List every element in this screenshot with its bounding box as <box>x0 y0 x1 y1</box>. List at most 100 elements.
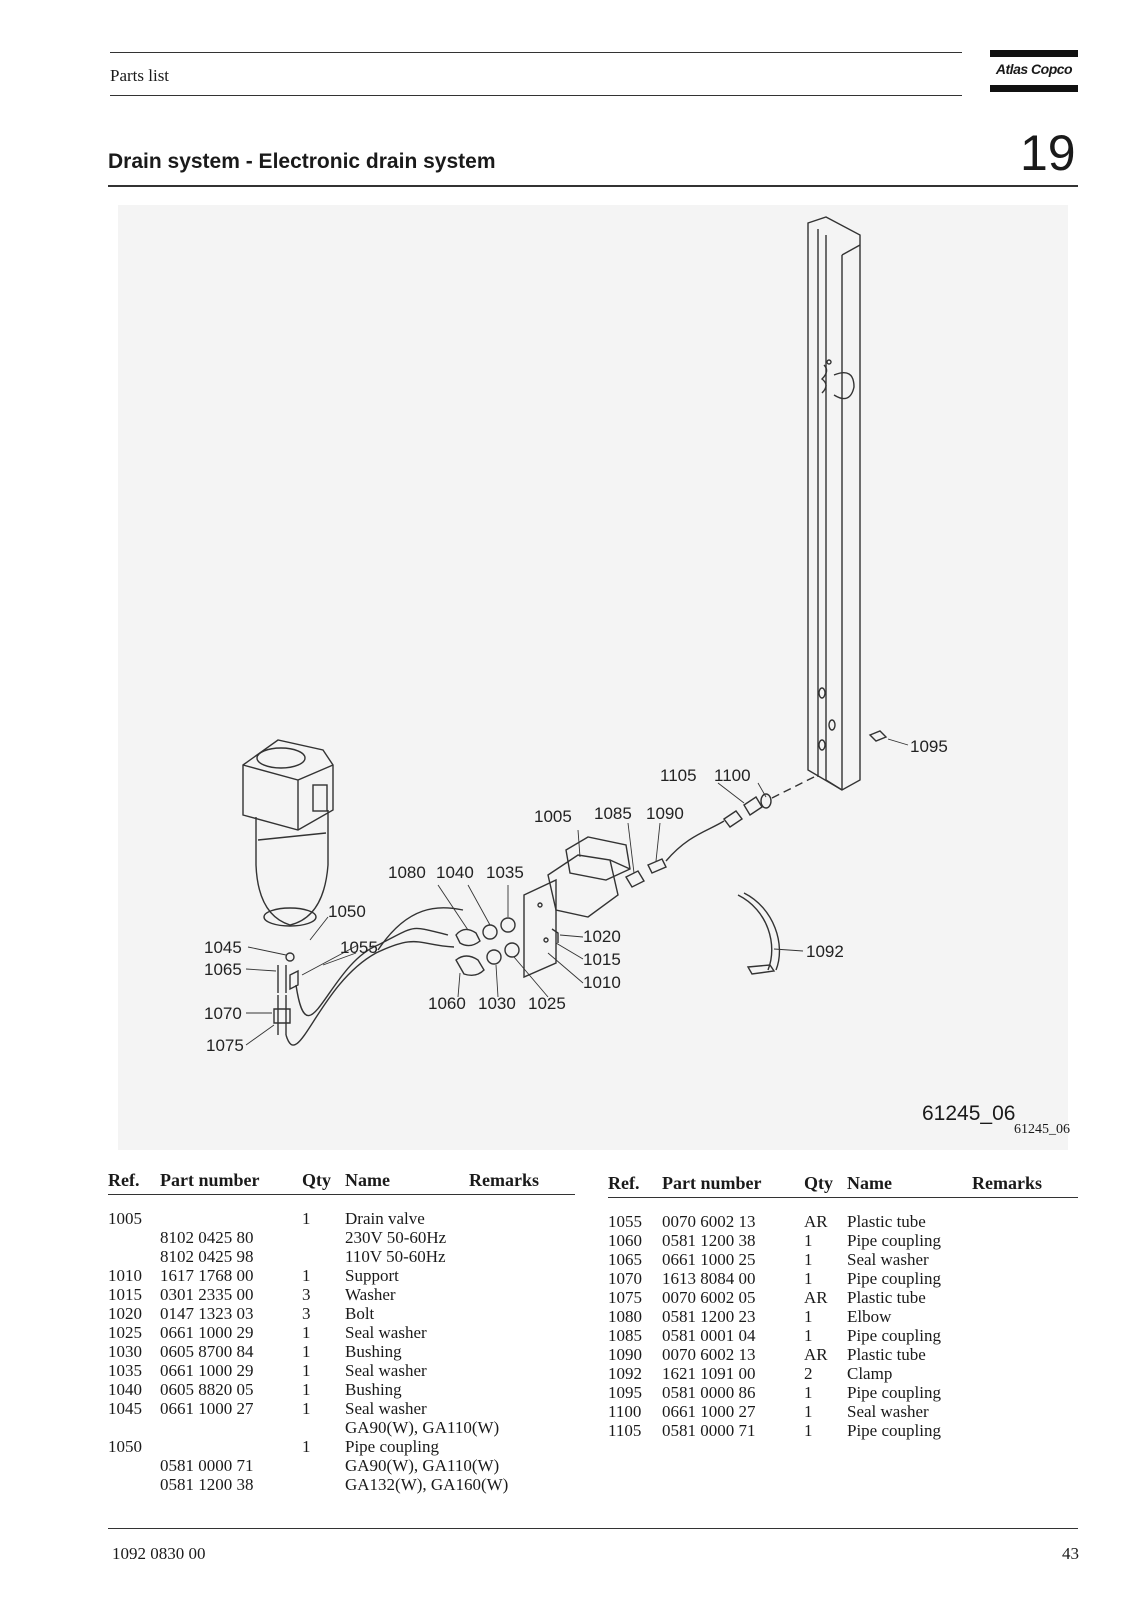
title-rule <box>108 185 1078 187</box>
filter-cap <box>256 747 306 769</box>
callout-1090: 1090 <box>646 804 684 823</box>
cell-qty: 1 <box>302 1341 311 1361</box>
assembly-line <box>771 774 819 799</box>
callout-labels: 1095 1105 1100 1005 1085 1090 1080 1040 … <box>204 737 948 1055</box>
cell-ref: 1045 <box>108 1398 142 1418</box>
filter-port <box>312 784 328 812</box>
page-number: 43 <box>1062 1544 1079 1563</box>
cell-ref: 1070 <box>608 1268 642 1288</box>
cell-ref: 1065 <box>608 1249 642 1269</box>
callout-1060: 1060 <box>428 994 466 1013</box>
tube-upper <box>377 907 464 951</box>
cell-part-number: 0661 1000 25 <box>662 1249 756 1269</box>
cell-qty: 1 <box>302 1208 311 1228</box>
cell-qty: 1 <box>804 1401 813 1421</box>
tube-1055-back <box>285 940 455 1046</box>
cell-part-number: 0581 1200 23 <box>662 1306 756 1326</box>
cell-qty: 1 <box>302 1379 311 1399</box>
seal-washer-1035 <box>500 917 516 933</box>
seal-washer-1045 <box>285 952 295 962</box>
seal-washer-1100 <box>760 793 772 809</box>
callout-1085: 1085 <box>594 804 632 823</box>
cell-qty: 1 <box>302 1436 311 1456</box>
cell-ref: 1040 <box>108 1379 142 1399</box>
cell-qty: 3 <box>302 1303 311 1323</box>
cell-name: Drain valve <box>345 1208 425 1228</box>
frame-rail <box>807 216 861 791</box>
cell-part-number: 0581 1200 38 <box>662 1230 756 1250</box>
cell-ref: 1075 <box>608 1287 642 1307</box>
callout-1070: 1070 <box>204 1004 242 1023</box>
cell-part-number <box>160 1418 302 1437</box>
col-ref: Ref. <box>608 1173 662 1198</box>
coupling-1105-hex <box>743 796 763 816</box>
brand-logo: Atlas Copco <box>990 50 1078 94</box>
cell-name: Elbow <box>847 1306 892 1326</box>
filter-bowl-bottom <box>263 907 317 927</box>
drain-valve-edge <box>609 859 631 870</box>
pipe-coupling-1075 <box>273 1008 291 1024</box>
clamp-1092 <box>737 892 781 971</box>
callout-1015: 1015 <box>583 950 621 969</box>
callout-1030: 1030 <box>478 994 516 1013</box>
cell-ref <box>108 1247 160 1266</box>
cell-name: Support <box>345 1265 399 1285</box>
callout-1065: 1065 <box>204 960 242 979</box>
cell-name: GA132(W), GA160(W) <box>345 1474 509 1494</box>
cell-ref: 1010 <box>108 1265 142 1285</box>
section-label: Parts list <box>110 66 170 85</box>
figure-id: 61245_06 <box>922 1102 1016 1125</box>
callout-1075: 1075 <box>206 1036 244 1055</box>
table-header-row: Ref. Part number Qty Name Remarks <box>608 1173 1078 1198</box>
col-qty: Qty <box>804 1173 847 1198</box>
cell-name: GA90(W), GA110(W) <box>345 1455 500 1475</box>
support-1010 <box>523 878 557 979</box>
col-part-number: Part number <box>160 1170 302 1195</box>
cell-ref: 1055 <box>608 1211 642 1231</box>
logo-top-bar <box>990 50 1078 57</box>
tube-1055 <box>295 927 449 1017</box>
cell-qty <box>302 1418 345 1437</box>
pipe-coupling-1060 <box>455 955 485 977</box>
cell-name: Bushing <box>345 1379 402 1399</box>
cell-name: 230V 50-60Hz <box>345 1227 447 1247</box>
pipe-coupling-1065 <box>277 965 287 993</box>
callout-1095: 1095 <box>910 737 948 756</box>
cell-part-number: 1613 8084 00 <box>662 1268 756 1288</box>
cell-qty: 1 <box>804 1382 813 1402</box>
figure-id-small: 61245_06 <box>1014 1122 1070 1137</box>
cell-name: Bolt <box>345 1303 375 1323</box>
cell-qty: 1 <box>804 1268 813 1288</box>
cell-ref: 1050 <box>108 1436 142 1456</box>
cell-name: Seal washer <box>345 1360 427 1380</box>
callout-1050: 1050 <box>328 902 366 921</box>
cell-qty <box>302 1475 345 1494</box>
bushing-1040 <box>482 924 498 940</box>
doc-number: 1092 0830 00 <box>112 1544 206 1563</box>
callout-1010: 1010 <box>583 973 621 992</box>
cell-qty: 1 <box>302 1360 311 1380</box>
cell-part-number: 0661 1000 29 <box>160 1322 254 1342</box>
cell-part-number: 0581 0000 71 <box>160 1455 254 1475</box>
callout-1035: 1035 <box>486 863 524 882</box>
cell-qty <box>302 1228 345 1247</box>
callout-1025: 1025 <box>528 994 566 1013</box>
cell-ref <box>108 1456 160 1475</box>
cell-name: Seal washer <box>847 1401 929 1421</box>
header-bottom-rule <box>110 95 962 96</box>
col-ref: Ref. <box>108 1170 160 1195</box>
col-remarks: Remarks <box>469 1170 575 1195</box>
cell-ref: 1030 <box>108 1341 142 1361</box>
